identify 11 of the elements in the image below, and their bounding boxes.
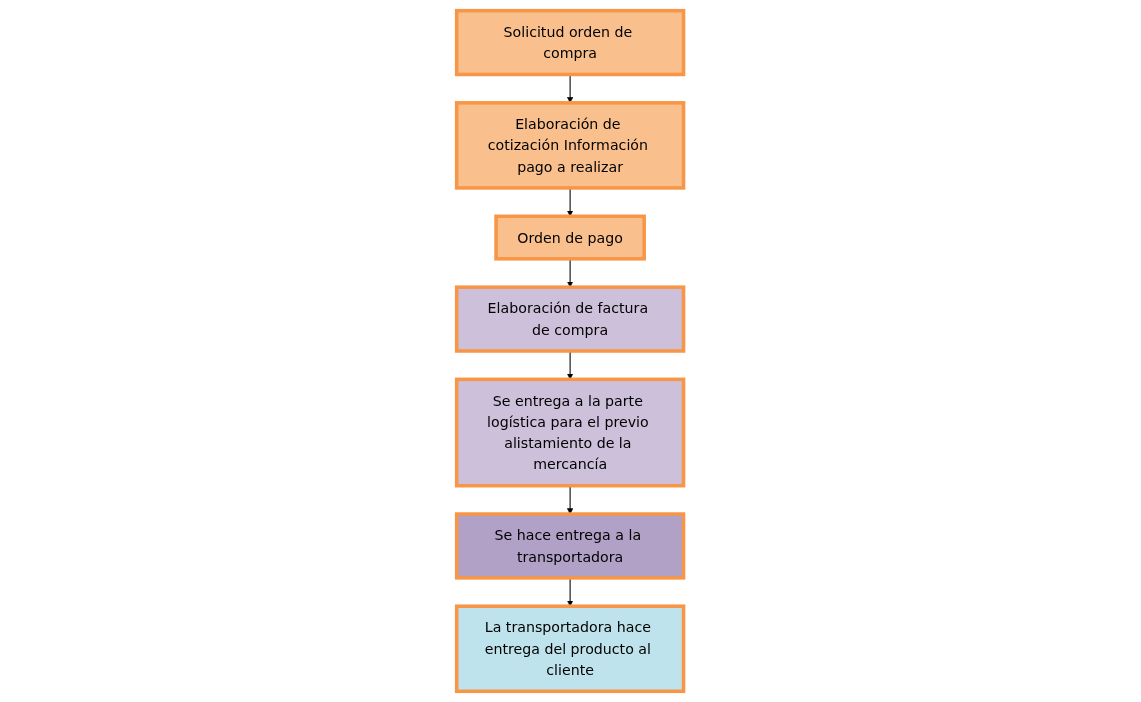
arrow bbox=[567, 485, 574, 515]
node-box: Se entrega a la parte logística para el previo alistamiento de la mercancía bbox=[455, 377, 686, 488]
arrow bbox=[567, 187, 574, 217]
node-box: Se hace entrega a la transportadora bbox=[455, 512, 686, 580]
arrow bbox=[567, 577, 574, 607]
node-box: Elaboración de cotización Información pago a realizar bbox=[455, 101, 686, 190]
node-box: Solicitud orden de compra bbox=[455, 8, 686, 77]
arrow bbox=[567, 258, 574, 288]
node-box: Orden de pago bbox=[494, 214, 647, 261]
node-box: La transportadora hace entrega del producto al cliente bbox=[455, 604, 686, 694]
node-box: Elaboración de factura de compra bbox=[455, 285, 686, 353]
